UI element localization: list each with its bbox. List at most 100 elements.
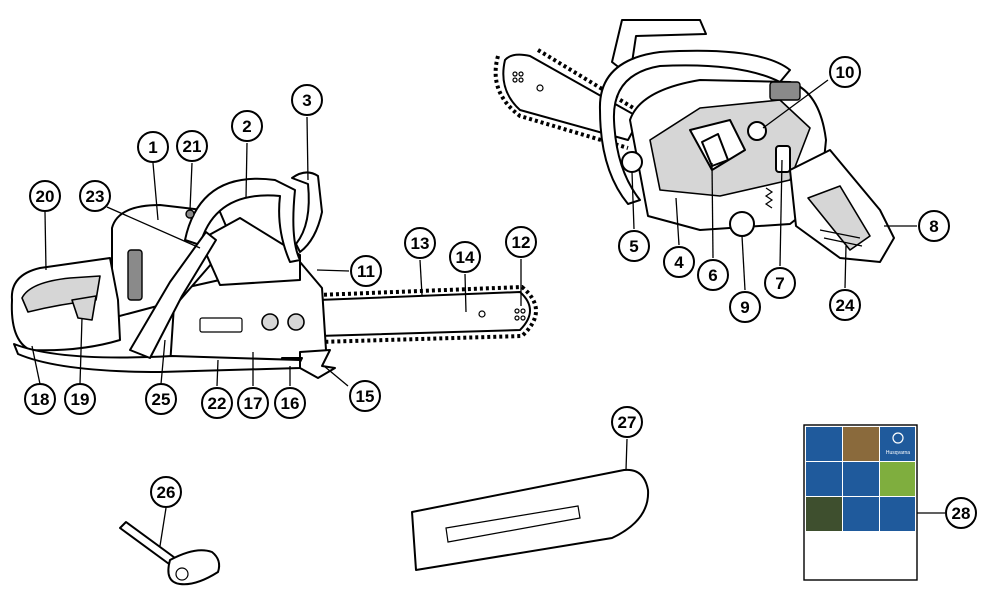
- svg-text:22: 22: [208, 394, 227, 413]
- callout-18: 18: [24, 383, 56, 415]
- spanner-socket-hole: [175, 567, 189, 581]
- svg-text:24: 24: [836, 296, 855, 315]
- callout-8: 8: [918, 210, 950, 242]
- manual-panel-blue-3: [843, 462, 879, 496]
- svg-text:15: 15: [356, 387, 375, 406]
- bucking-spike: [299, 349, 336, 379]
- svg-text:23: 23: [86, 187, 105, 206]
- manual-panel-forest: [806, 497, 842, 531]
- callout-5: 5: [618, 230, 650, 262]
- callout-9: 9: [729, 291, 761, 323]
- saw-chain: [317, 284, 538, 344]
- manual-panel-grass: [880, 462, 915, 496]
- rear-handle-grip-lines: [819, 229, 863, 247]
- chainsaw-side-view: [10, 171, 538, 379]
- bar-nose-sprocket: [512, 71, 524, 83]
- svg-text:6: 6: [708, 266, 717, 285]
- callout-3: 3: [291, 84, 323, 116]
- bar-rivet-top: [536, 84, 544, 92]
- combination-spanner: [119, 521, 221, 586]
- svg-text:27: 27: [618, 413, 637, 432]
- manual-panel-bark: [843, 427, 879, 461]
- svg-text:26: 26: [157, 483, 176, 502]
- bar-cover-body: [411, 468, 650, 571]
- svg-text:14: 14: [456, 248, 475, 267]
- svg-text:12: 12: [512, 233, 531, 252]
- cover-vents: [769, 81, 801, 101]
- callout-24: 24: [829, 289, 861, 321]
- callout-11: 11: [350, 255, 382, 287]
- front-hand-guard: [291, 171, 323, 253]
- stop-switch: [775, 145, 791, 173]
- manual-panel-blue-4: [843, 497, 879, 531]
- svg-text:5: 5: [629, 237, 638, 256]
- callout-26: 26: [150, 476, 182, 508]
- callout-13: 13: [404, 227, 436, 259]
- svg-text:18: 18: [31, 390, 50, 409]
- leader-lines: [31, 79, 945, 547]
- svg-text:7: 7: [775, 274, 784, 293]
- svg-text:25: 25: [152, 390, 171, 409]
- husqvarna-logo: Husqvarna: [886, 432, 910, 456]
- cylinder-cover: [199, 217, 301, 286]
- base-plate: [13, 343, 301, 373]
- cover-slot: [199, 317, 243, 333]
- callout-25: 25: [145, 383, 177, 415]
- oil-cap: [621, 151, 643, 173]
- operators-manual: Husqvarna: [803, 424, 918, 581]
- callout-6: 6: [697, 259, 729, 291]
- callout-17: 17: [237, 387, 269, 419]
- callout-19: 19: [64, 383, 96, 415]
- callout-20: 20: [29, 180, 61, 212]
- svg-text:8: 8: [929, 217, 938, 236]
- callout-7: 7: [764, 267, 796, 299]
- svg-text:28: 28: [952, 504, 971, 523]
- callout-16: 16: [274, 387, 306, 419]
- bar-rivet: [478, 310, 486, 318]
- throttle-trigger: [71, 295, 97, 321]
- svg-text:9: 9: [740, 298, 749, 317]
- front-handle-loop: [598, 49, 791, 205]
- bar-tip-sprocket: [514, 308, 526, 321]
- bar-nut-1: [261, 313, 279, 331]
- manual-panel-blue-1: [806, 427, 842, 461]
- svg-text:21: 21: [183, 137, 202, 156]
- guide-bar: [317, 291, 531, 337]
- spanner-socket: [167, 549, 221, 586]
- svg-text:1: 1: [148, 138, 157, 157]
- chainsaw-top-view: [493, 19, 895, 263]
- svg-text:19: 19: [71, 390, 90, 409]
- svg-text:4: 4: [674, 253, 684, 272]
- svg-text:11: 11: [357, 262, 375, 281]
- bar-cover-slot: [445, 505, 581, 543]
- callout-21: 21: [176, 130, 208, 162]
- svg-text:16: 16: [281, 394, 300, 413]
- bar-cover: [411, 468, 650, 571]
- front-handle: [184, 177, 301, 263]
- bar-nut-2: [287, 313, 305, 331]
- svg-text:10: 10: [836, 63, 855, 82]
- callout-27: 27: [611, 406, 643, 438]
- callout-12: 12: [505, 226, 537, 258]
- manual-panel-blue-5: [880, 497, 915, 531]
- callout-22: 22: [201, 387, 233, 419]
- callout-28: 28: [945, 497, 977, 529]
- starter-spring: [764, 187, 774, 209]
- chain-brake-bracket: [129, 231, 217, 359]
- callout-14: 14: [449, 241, 481, 273]
- svg-text:Husqvarna: Husqvarna: [886, 450, 910, 456]
- callout-4: 4: [663, 246, 695, 278]
- svg-text:17: 17: [244, 394, 263, 413]
- choke-lever: [701, 133, 729, 167]
- cooling-fins: [127, 249, 143, 301]
- saw-chain-top: [493, 48, 642, 150]
- svg-text:3: 3: [302, 91, 311, 110]
- callout-15: 15: [349, 380, 381, 412]
- callout-23: 23: [79, 180, 111, 212]
- callout-10: 10: [829, 56, 861, 88]
- callout-1: 1: [137, 131, 169, 163]
- svg-text:20: 20: [36, 187, 55, 206]
- manual-panel-blue-2: [806, 462, 842, 496]
- decompression-valve: [185, 209, 195, 219]
